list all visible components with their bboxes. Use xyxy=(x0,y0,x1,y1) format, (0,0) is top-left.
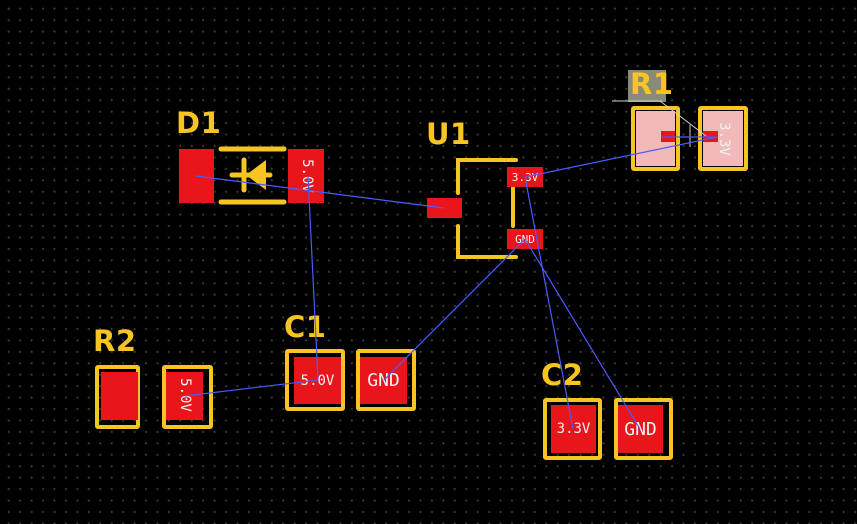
c1-pad-1-label: 5.0V xyxy=(300,372,335,389)
c2-designator: C2 xyxy=(541,358,584,392)
c1-designator: C1 xyxy=(284,310,327,344)
c1-pad-2-label: GND xyxy=(367,370,400,391)
r1-designator: R1 xyxy=(630,67,674,101)
r2-outline-left xyxy=(95,365,140,429)
r2-outline-right xyxy=(162,365,213,429)
r2-designator: R2 xyxy=(93,324,137,358)
r2-pad-1[interactable] xyxy=(101,372,138,420)
ratsnest-u1-r1 xyxy=(524,136,718,178)
d1-designator: D1 xyxy=(176,106,222,140)
u1-pad-input[interactable] xyxy=(427,198,462,218)
r2-pad-net-label: 5.0V xyxy=(177,378,193,412)
r1-designator-highlight xyxy=(628,70,666,102)
d1-pad-anode[interactable] xyxy=(179,149,214,203)
u1-pad-gnd-label: GND xyxy=(515,232,535,246)
c2-pad-2-label: GND xyxy=(624,418,657,440)
u1-designator: U1 xyxy=(426,117,471,151)
r1-pad-1-marker xyxy=(661,131,675,142)
u1-pad-3v3-label: 3.3V xyxy=(511,170,539,184)
d1-pad-net-label: 5.0V xyxy=(299,159,315,193)
r1-pad-net-label: 3.3V xyxy=(716,122,732,156)
c2-pad-1-label: 3.3V xyxy=(556,421,591,437)
